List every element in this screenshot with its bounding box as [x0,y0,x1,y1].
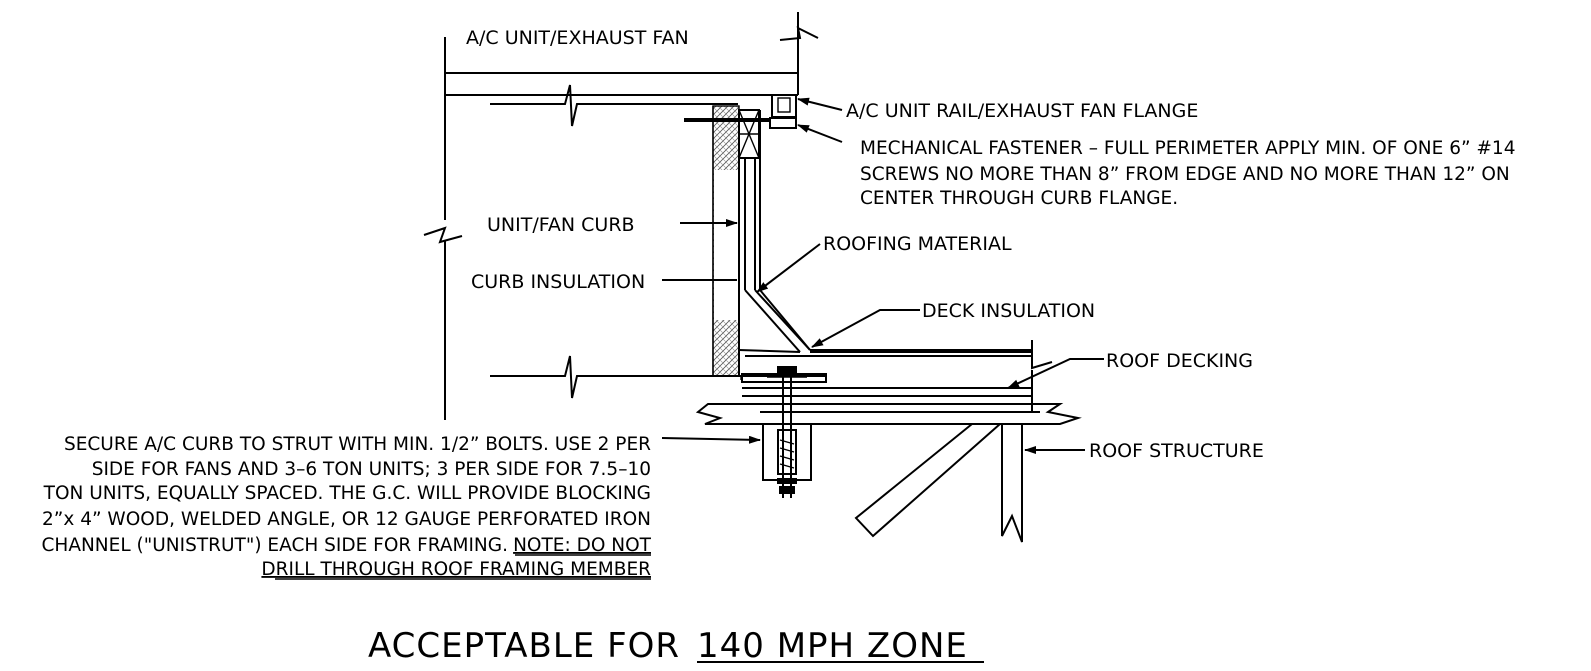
ac-unit-body [444,12,819,96]
left-break-line [423,95,463,420]
curb-wall [738,158,761,380]
roof-framing [854,423,1023,543]
lower-break-line [490,355,742,399]
unit-rail-flange [684,94,797,160]
label-deck-insulation: DECK INSULATION [922,300,1095,322]
label-roof-structure: ROOF STRUCTURE [1089,440,1264,462]
curb-insulation [712,105,740,377]
drawing-title: ACCEPTABLE FOR 140 MPH ZONE [368,626,984,666]
strut-blocking [762,366,812,498]
label-curb-insulation: CURB INSULATION [471,271,645,293]
label-fastener-line-3: CENTER THROUGH CURB FLANGE. [860,188,1178,209]
label-rail-flange: A/C UNIT RAIL/EXHAUST FAN FLANGE [846,100,1198,122]
label-unit-fan-curb: UNIT/FAN CURB [487,214,635,236]
deck-insulation [745,340,1053,370]
secure-note: SECURE A/C CURB TO STRUT WITH MIN. 1/2” … [41,434,651,580]
secure-line-3: TON UNITS, EQUALLY SPACED. THE G.C. WILL… [43,483,651,504]
secure-line-1: SECURE A/C CURB TO STRUT WITH MIN. 1/2” … [64,434,651,455]
title-zone: 140 MPH ZONE [697,626,968,666]
upper-break-line [490,84,738,127]
label-roof-decking: ROOF DECKING [1106,350,1253,372]
title-prefix: ACCEPTABLE FOR [368,626,680,666]
label-roofing-material: ROOFING MATERIAL [823,233,1012,255]
secure-line-5: CHANNEL ("UNISTRUT") EACH SIDE FOR FRAMI… [41,535,508,556]
label-unit-fan: A/C UNIT/EXHAUST FAN [466,27,689,49]
secure-line-4: 2”x 4” WOOD, WELDED ANGLE, OR 12 GAUGE P… [42,509,651,530]
cant-strip [738,289,811,353]
label-fastener-line-2: SCREWS NO MORE THAN 8” FROM EDGE AND NO … [860,164,1510,185]
label-fastener-line-1: MECHANICAL FASTENER – FULL PERIMETER APP… [860,138,1515,159]
curb-nailer [738,109,760,159]
roof-structure-beam [695,403,1082,425]
secure-line-2: SIDE FOR FANS AND 3–6 TON UNITS; 3 PER S… [92,459,651,480]
leader-lines [661,97,1104,454]
note-drill-through: DRILL THROUGH ROOF FRAMING MEMBER [261,559,651,580]
note-do-not: NOTE: DO NOT [513,535,652,556]
